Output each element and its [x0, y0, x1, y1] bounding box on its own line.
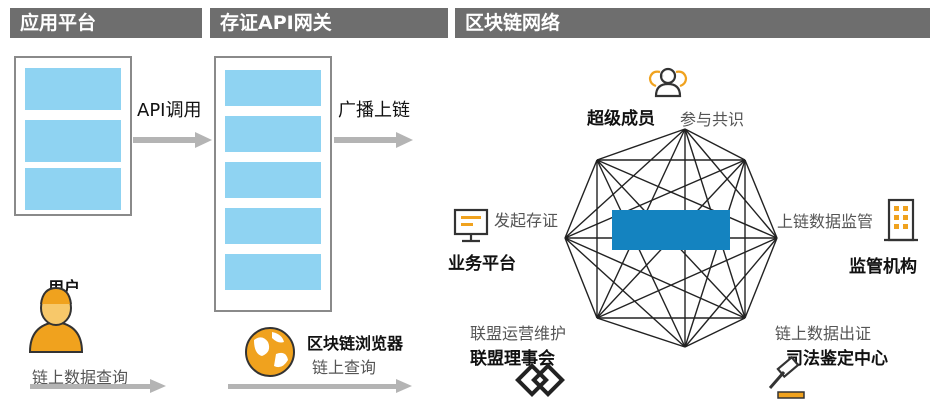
group-users-icon [648, 67, 688, 98]
mesh-edge [596, 128, 686, 161]
gateway-block-1 [225, 70, 321, 106]
arrow-broadcast [334, 132, 413, 148]
regulator-label: 监管机构 [849, 257, 917, 277]
mesh-edge [684, 159, 746, 348]
alliance-label: 联盟理事会 [470, 349, 555, 369]
business-action: 发起存证 [494, 211, 559, 230]
mesh-edge [564, 237, 598, 319]
globe-icon [245, 327, 295, 377]
mesh-edge [564, 159, 746, 239]
mesh-edge [684, 128, 746, 161]
mesh-edge [684, 128, 778, 239]
arrow-explorer-query [228, 379, 412, 393]
api-call-label: API调用 [137, 100, 202, 121]
building-icon [884, 198, 918, 242]
mesh-edge [744, 159, 778, 239]
gateway-block-3 [225, 162, 321, 198]
explorer-query-label: 链上查询 [312, 358, 377, 377]
alliance-action: 联盟运营维护 [470, 324, 567, 343]
super-member-action: 参与共识 [680, 110, 745, 129]
business-label: 业务平台 [448, 254, 516, 274]
monitor-icon [453, 208, 489, 243]
header-network: 区块链网络 [455, 8, 930, 38]
header-app-platform: 应用平台 [10, 8, 202, 38]
judicial-action: 链上数据出证 [775, 324, 872, 343]
link-icon [515, 363, 565, 397]
super-member-label: 超级成员 [587, 109, 655, 129]
mesh-edge [684, 317, 746, 348]
gateway-panel [214, 56, 332, 312]
mesh-edge [564, 237, 746, 319]
gavel-icon [768, 355, 805, 399]
mesh-edge [564, 159, 598, 239]
mesh-edge [596, 159, 778, 239]
mesh-edge [744, 237, 778, 319]
center-block [612, 210, 730, 250]
gateway-block-2 [225, 116, 321, 152]
app-block-2 [25, 120, 121, 162]
gateway-block-4 [225, 208, 321, 244]
mesh-edge [684, 237, 778, 348]
explorer-label: 区块链浏览器 [307, 334, 404, 353]
header-gateway: 存证API网关 [210, 8, 448, 38]
regulator-action: 上链数据监管 [777, 212, 874, 231]
app-block-1 [25, 68, 121, 110]
mesh-edge [564, 237, 686, 348]
mesh-edge [596, 159, 686, 348]
app-platform-panel [14, 56, 132, 216]
user-icon [28, 286, 84, 353]
mesh-edge [596, 317, 686, 348]
mesh-edge [596, 237, 778, 319]
gateway-block-5 [225, 254, 321, 290]
arrow-user-query [30, 379, 166, 393]
broadcast-label: 广播上链 [338, 100, 410, 121]
arrow-api [133, 132, 212, 148]
user-query-label: 链上数据查询 [32, 368, 129, 387]
judicial-label: 司法鉴定中心 [786, 349, 888, 369]
app-block-3 [25, 168, 121, 210]
mesh-edge [564, 128, 686, 239]
